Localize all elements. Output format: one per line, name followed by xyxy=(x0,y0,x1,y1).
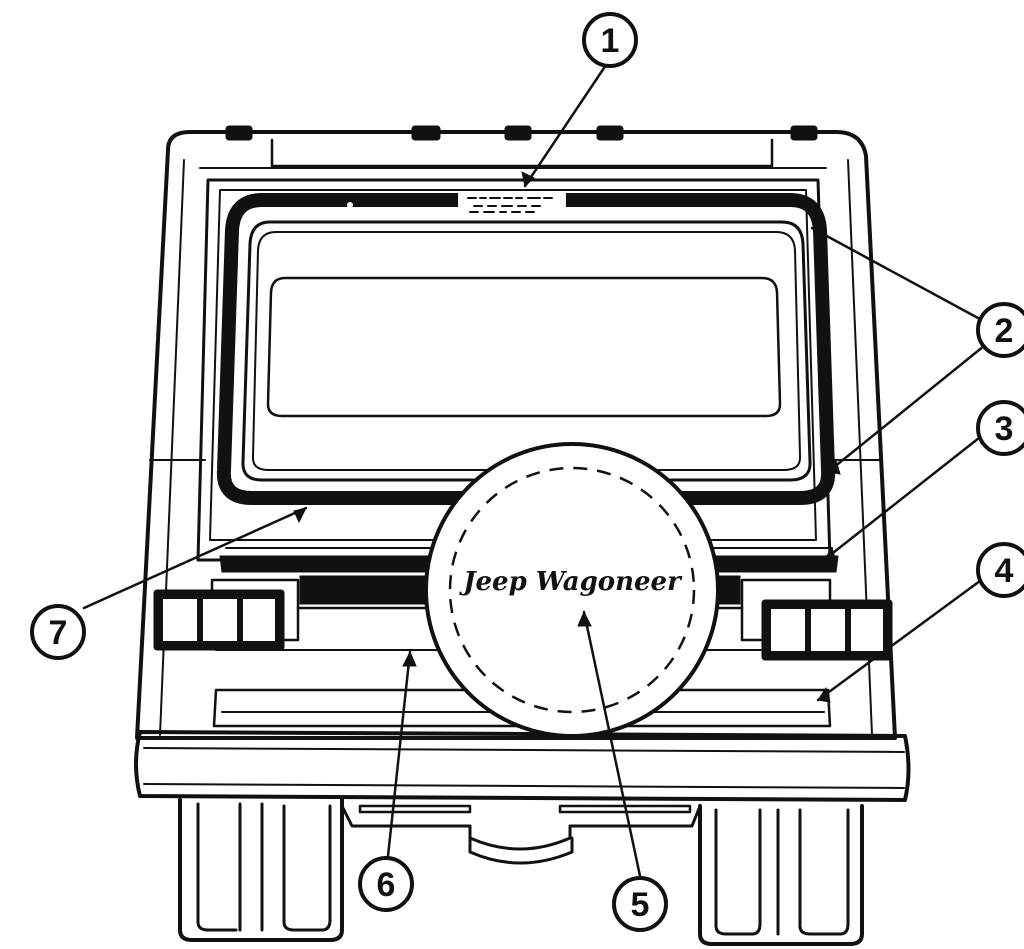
spare-tire xyxy=(424,442,720,738)
tail-light-right xyxy=(761,599,893,661)
roof-rack-foot xyxy=(411,125,441,141)
roof-rack-foot xyxy=(790,125,818,141)
callout-label: 3 xyxy=(995,410,1014,448)
badge-text: Jeep Wagoneer xyxy=(458,567,683,597)
callout-5: 5 xyxy=(612,876,668,932)
callout-6: 6 xyxy=(358,856,414,912)
window-glass xyxy=(241,220,812,482)
tail-light-left xyxy=(153,589,285,651)
callout-label: 1 xyxy=(601,22,620,60)
roof-rack-foot xyxy=(504,125,532,141)
tire-right xyxy=(698,804,864,946)
undercarriage xyxy=(340,804,702,865)
callout-label: 2 xyxy=(995,312,1014,350)
window-label-decal xyxy=(467,197,553,213)
callout-3: 3 xyxy=(976,400,1024,456)
window-weatherstrip xyxy=(216,193,836,505)
rear-window xyxy=(216,192,836,505)
spare-tire-cover-badge: Jeep Wagoneer xyxy=(458,567,683,597)
leader-lines xyxy=(82,60,986,878)
callout-7: 7 xyxy=(30,604,86,660)
callout-label: 5 xyxy=(631,886,650,924)
roof-rack-foot xyxy=(225,125,253,141)
callout-1: 1 xyxy=(582,12,638,68)
rear-bumper xyxy=(134,730,911,802)
callout-label: 6 xyxy=(377,866,396,904)
callout-4: 4 xyxy=(976,542,1024,598)
callout-label: 7 xyxy=(49,614,68,652)
roof-rack-foot xyxy=(596,125,624,141)
tire-left xyxy=(178,798,344,942)
defroster-grid xyxy=(266,276,782,418)
callout-label: 4 xyxy=(995,552,1014,590)
callout-2: 2 xyxy=(976,302,1024,358)
